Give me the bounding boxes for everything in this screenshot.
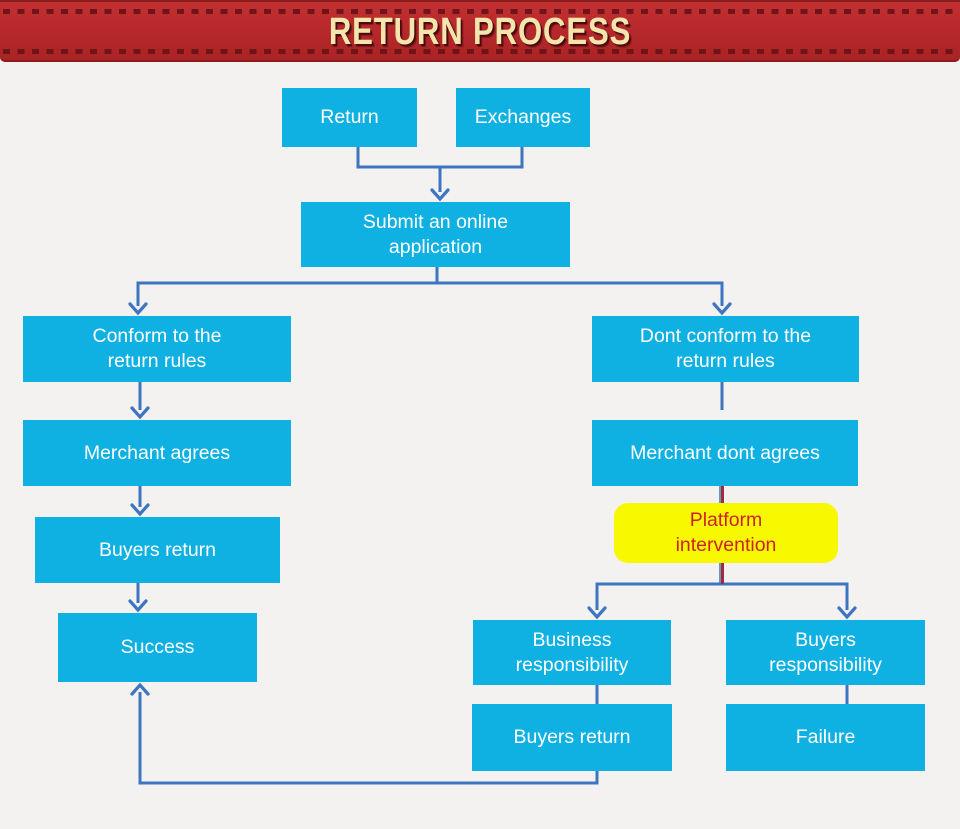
node-business-responsibility: Business responsibility — [473, 620, 671, 685]
node-buyers-responsibility: Buyers responsibility — [726, 620, 925, 685]
node-merchant-dont-agrees: Merchant dont agrees — [592, 420, 858, 486]
node-buyers-return-bottom: Buyers return — [472, 704, 672, 771]
banner-dash-bottom-decoration — [3, 49, 957, 54]
banner-dash-top-decoration — [3, 9, 957, 14]
node-return: Return — [282, 88, 417, 147]
node-merchant-agrees: Merchant agrees — [23, 420, 291, 486]
node-dont-conform-to-rules: Dont conform to the return rules — [592, 316, 859, 382]
node-submit-online-application: Submit an online application — [301, 202, 570, 267]
node-exchanges: Exchanges — [456, 88, 590, 147]
node-failure: Failure — [726, 704, 925, 771]
page-title: RETURN PROCESS — [328, 11, 632, 53]
title-banner: RETURN PROCESS — [0, 0, 960, 62]
node-platform-intervention: Platform intervention — [614, 503, 838, 563]
node-conform-to-rules: Conform to the return rules — [23, 316, 291, 382]
node-success: Success — [58, 613, 257, 682]
node-buyers-return-left: Buyers return — [35, 517, 280, 583]
